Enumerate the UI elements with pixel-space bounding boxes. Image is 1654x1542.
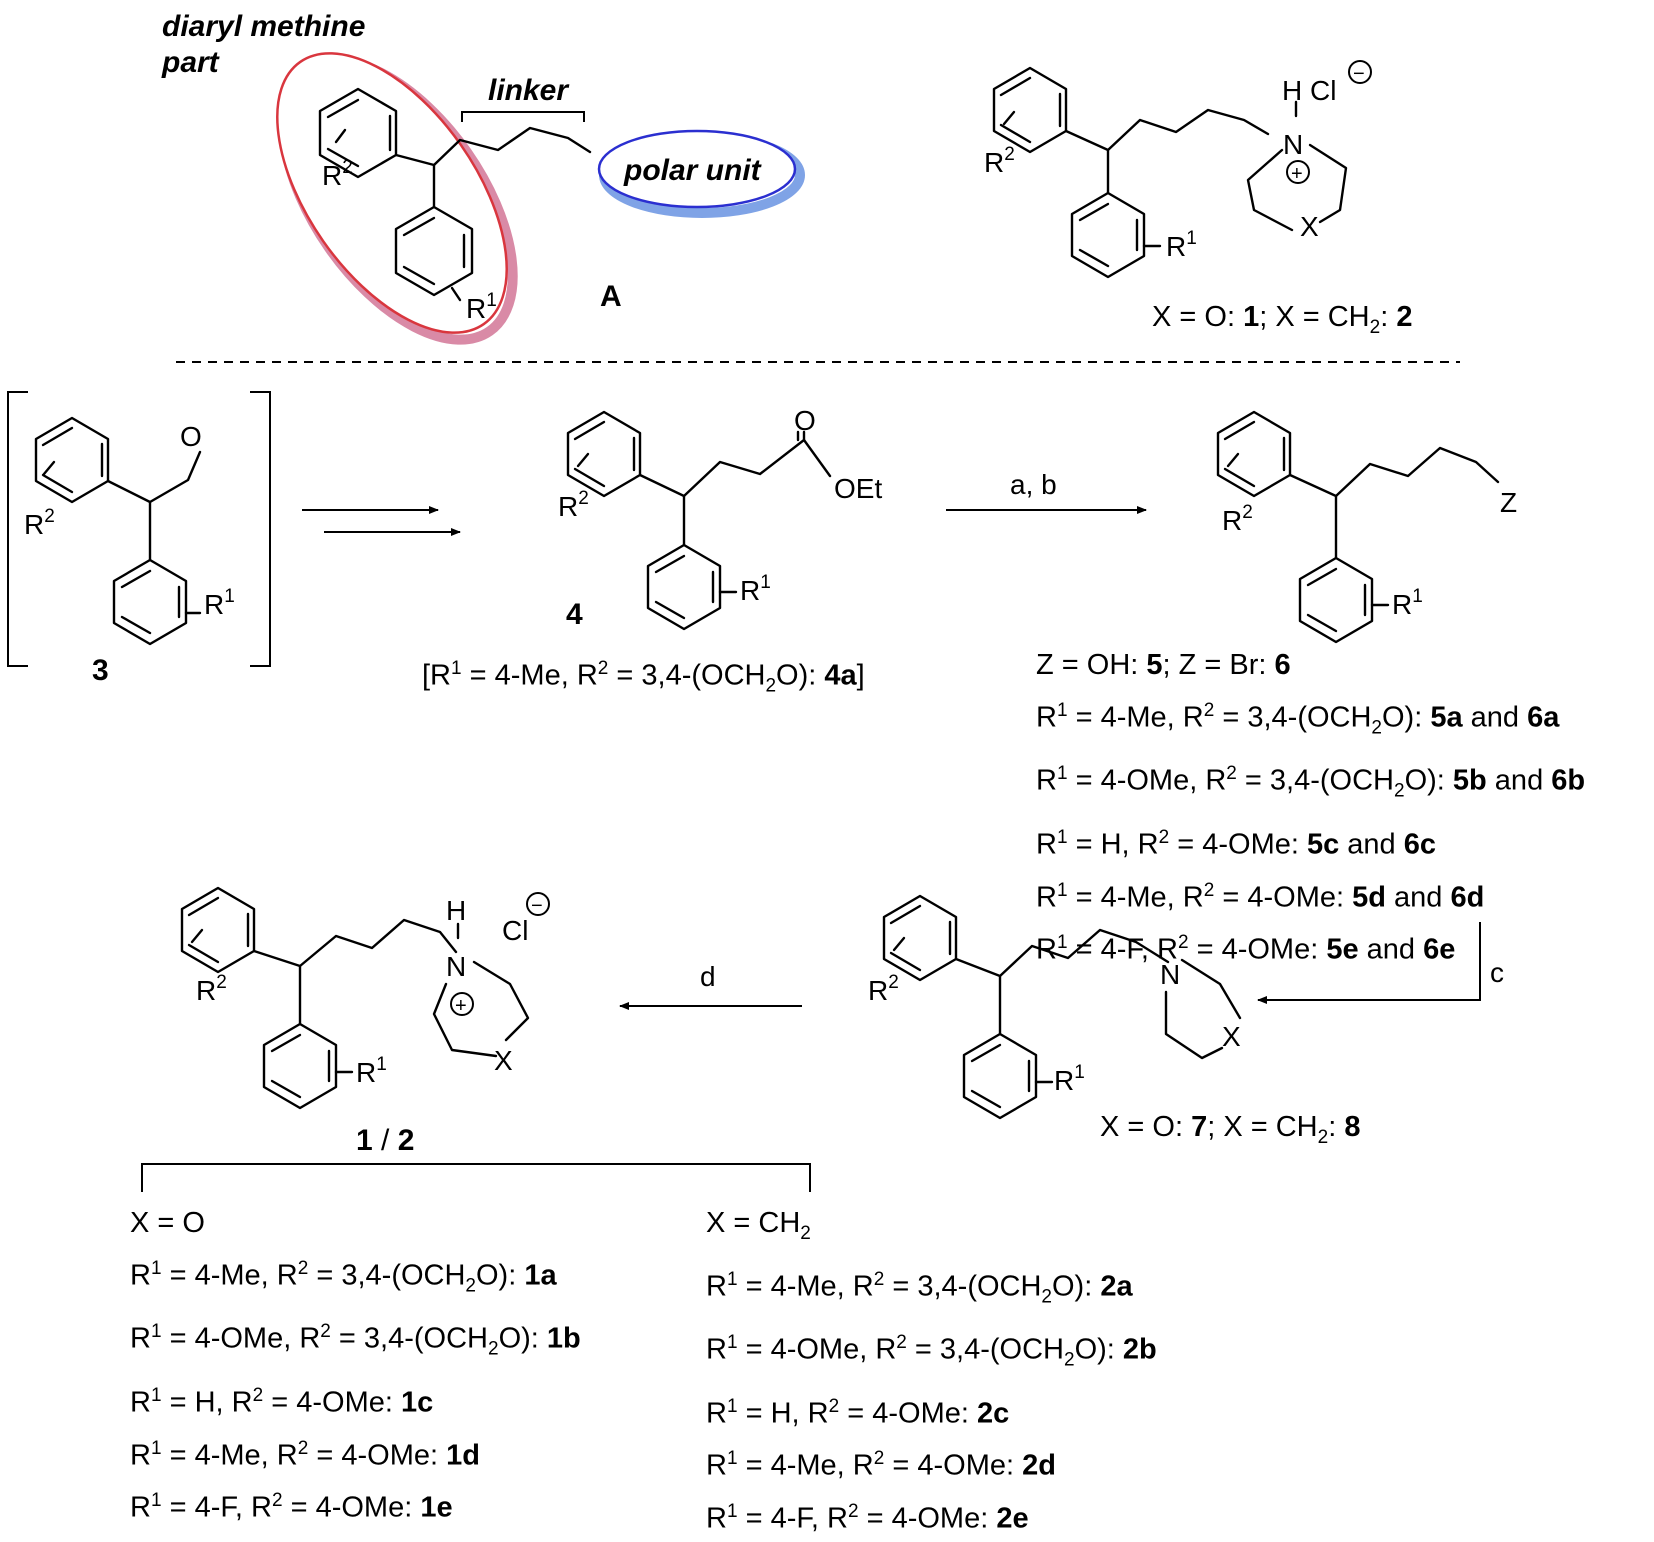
list-item: R1 = 4-Me, R2 = 4-OMe: 2d	[706, 1448, 1056, 1483]
r1-label-12: R1	[356, 1054, 387, 1088]
compound-12-structure	[180, 886, 530, 1110]
reagent-c: c	[1490, 957, 1504, 988]
r2-label-4: R2	[558, 488, 589, 522]
plus-sign-tr: +	[1291, 163, 1303, 185]
diaryl-ellipse	[276, 52, 508, 334]
diaryl-label-line1: diaryl methine	[162, 10, 365, 43]
h-label-12: H	[446, 895, 466, 926]
minus-sign-tr: −	[1353, 63, 1365, 85]
list-item: R1 = 4-Me, R2 = 4-OMe: 5d and 6d	[1036, 879, 1485, 914]
list-item: R1 = H, R2 = 4-OMe: 1c	[130, 1384, 434, 1419]
compound-a-label: A	[600, 280, 622, 313]
n-label-78: N	[1160, 959, 1180, 990]
compound-56-structure	[1216, 410, 1500, 644]
plus-sign-12: +	[455, 995, 467, 1017]
series-left-list: X = O R1 = 4-Me, R2 = 3,4-(OCH2O): 1a R1…	[130, 1200, 581, 1531]
plus-charge-tr	[1286, 160, 1310, 184]
list-item: R1 = H, R2 = 4-OMe: 5c and 6c	[1036, 826, 1436, 861]
z-label-56: Z	[1500, 487, 1517, 518]
cl-label-tr: Cl	[1310, 75, 1336, 106]
list-item: R1 = 4-Me, R2 = 3,4-(OCH2O): 5a and 6a	[1036, 700, 1560, 739]
caption-compound-78: X = O: 7; X = CH2: 8	[1100, 1111, 1361, 1148]
r2-label-56: R2	[1222, 502, 1253, 536]
series-right-list: X = CH2 R1 = 4-Me, R2 = 3,4-(OCH2O): 2a …	[706, 1200, 1157, 1542]
polar-ellipse	[597, 129, 797, 209]
r1-label-4: R1	[740, 572, 771, 606]
r2-label-12: R2	[196, 972, 227, 1006]
r2-label-tr: R2	[984, 144, 1015, 178]
aryl-ring-upper	[318, 87, 398, 179]
reagent-ab: a, b	[1010, 469, 1057, 500]
x-label-tr: X	[1300, 211, 1319, 242]
list-item: R1 = 4-Me, R2 = 3,4-(OCH2O): 2a	[706, 1268, 1133, 1308]
diaryl-label-line2: part	[161, 46, 221, 79]
list-item: R1 = 4-F, R2 = 4-OMe: 5e and 6e	[1036, 932, 1456, 966]
r1-label-tr: R1	[1166, 228, 1197, 262]
minus-sign-12: −	[531, 895, 543, 917]
aryl-ring-lower	[394, 205, 474, 297]
list-item: R1 = 4-Me, R2 = 3,4-(OCH2O): 1a	[130, 1258, 557, 1297]
compound-3-structure	[34, 416, 202, 646]
series-right-header: X = CH2	[706, 1207, 811, 1244]
reagent-d: d	[700, 961, 716, 992]
top-right-structure	[992, 66, 1348, 279]
r2-label-3: R2	[24, 506, 55, 540]
caption-compound-4: [R1 = 4-Me, R2 = 3,4-(OCH2O): 4a]	[422, 658, 865, 697]
r1-label-3: R1	[204, 586, 235, 620]
list-item: R1 = H, R2 = 4-OMe: 2c	[706, 1395, 1010, 1430]
o-label-3: O	[180, 421, 202, 452]
reaction-scheme: diaryl methine part linker polar unit R2…	[7, 10, 1517, 1192]
list-item: R1 = 4-OMe, R2 = 3,4-(OCH2O): 1b	[130, 1321, 581, 1360]
linker-chain	[334, 126, 592, 302]
r2-label-a: R2	[322, 157, 353, 191]
r1-label-56: R1	[1392, 586, 1423, 620]
list-item: R1 = 4-F, R2 = 4-OMe: 2e	[706, 1501, 1029, 1535]
minus-charge-12	[526, 892, 550, 916]
list-item: R1 = 4-Me, R2 = 4-OMe: 1d	[130, 1437, 480, 1472]
h-label-tr: H	[1282, 75, 1302, 106]
compound-3-label: 3	[92, 654, 109, 687]
polar-unit-label: polar unit	[623, 154, 763, 187]
linker-bracket	[461, 111, 585, 122]
list-item: R1 = 4-OMe, R2 = 3,4-(OCH2O): 2b	[706, 1332, 1157, 1371]
compound-78-structure	[882, 894, 1242, 1120]
r2-label-78: R2	[868, 972, 899, 1006]
concept-structure-a	[276, 52, 805, 345]
oet-label-4: OEt	[834, 473, 882, 504]
n-label-tr: N	[1283, 129, 1303, 160]
minus-charge-tr	[1348, 60, 1372, 84]
bracket-compound-3	[7, 391, 271, 667]
caption-top-right: X = O: 1; X = CH2: 2	[1152, 301, 1413, 338]
o-label-4: O	[794, 405, 816, 436]
series-left-header: X = O	[130, 1207, 205, 1239]
compound-4-label: 4	[566, 598, 583, 631]
r1-label-78: R1	[1054, 1062, 1085, 1096]
r1-label-a: R1	[466, 290, 497, 324]
linker-label: linker	[488, 74, 570, 107]
plus-charge-12	[450, 992, 474, 1016]
list-item: R1 = 4-F, R2 = 4-OMe: 1e	[130, 1490, 453, 1524]
list-item: R1 = 4-OMe, R2 = 3,4-(OCH2O): 5b and 6b	[1036, 763, 1586, 802]
list-item: Z = OH: 5; Z = Br: 6	[1036, 649, 1291, 681]
series-bracket	[141, 1163, 811, 1192]
arrow-c	[1257, 922, 1481, 1004]
n-label-12: N	[446, 951, 466, 982]
compound-4-structure	[566, 410, 832, 631]
x-label-12: X	[494, 1045, 513, 1076]
x-label-78: X	[1222, 1021, 1241, 1052]
compound-56-list: Z = OH: 5; Z = Br: 6 R1 = 4-Me, R2 = 3,4…	[1036, 642, 1585, 973]
cl-label-12: Cl	[502, 915, 528, 946]
compound-12-label: 1 / 2	[356, 1124, 415, 1157]
